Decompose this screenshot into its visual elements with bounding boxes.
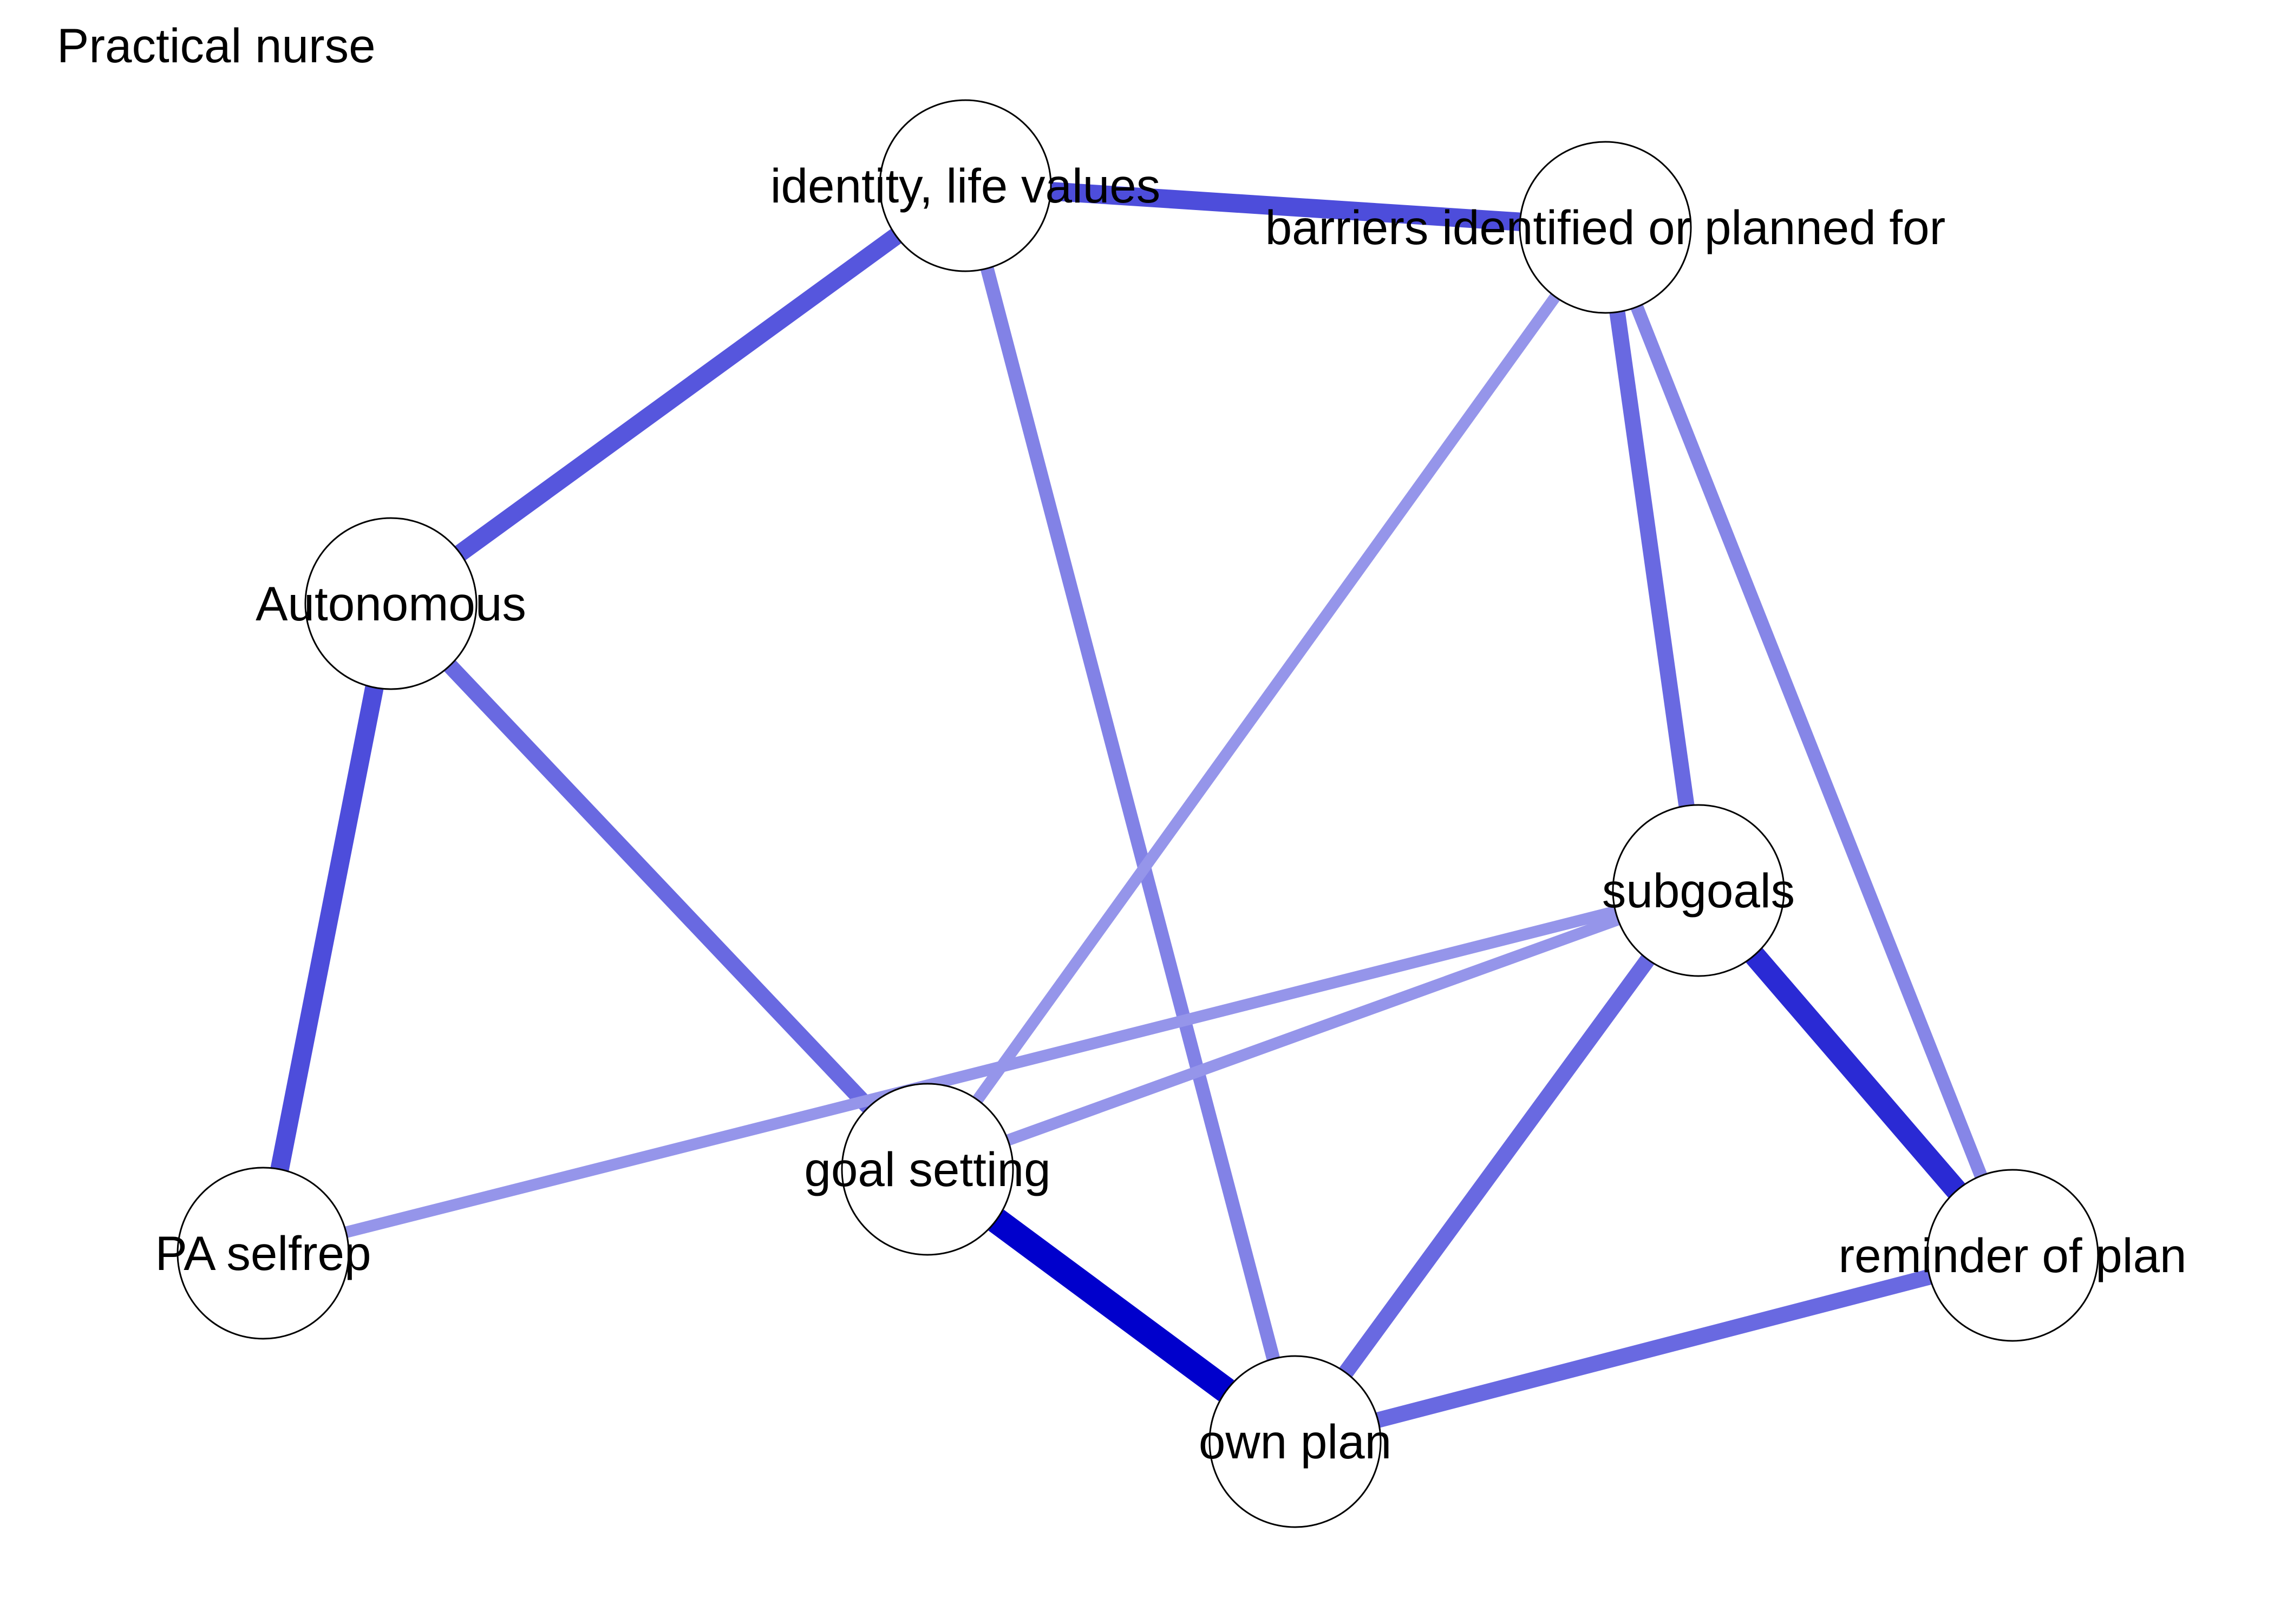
edge-goal-setting-own-plan: [988, 1209, 1234, 1402]
node-label: reminder of plan: [1838, 1228, 2186, 1282]
node-circle: [1519, 141, 1692, 314]
node-reminder: reminder of plan: [1838, 1169, 2187, 1342]
node-circle: [304, 517, 478, 690]
node-label: goal setting: [804, 1142, 1050, 1196]
node-label: Autonomous: [256, 577, 526, 631]
edge-autonomous-goal-setting: [444, 660, 874, 1113]
node-circle: [177, 1167, 350, 1340]
node-circle: [1926, 1169, 2099, 1342]
edge-autonomous-pa-selfrep: [270, 685, 384, 1171]
node-circle: [1208, 1355, 1382, 1528]
node-own-plan: own plan: [1199, 1355, 1391, 1528]
node-barriers: barriers identified or planned for: [1265, 141, 1946, 314]
node-label: identity, life values: [770, 159, 1161, 213]
edge-identity-own-plan: [981, 266, 1280, 1361]
nodes-layer: identity, life values barriers identified…: [155, 99, 2187, 1528]
edge-subgoals-pa-selfrep: [344, 906, 1617, 1238]
node-subgoals: subgoals: [1602, 804, 1795, 977]
node-circle: [1612, 804, 1785, 977]
graph-title: Practical nurse: [57, 18, 376, 73]
node-label: PA selfrep: [155, 1226, 371, 1280]
node-autonomous: Autonomous: [256, 517, 526, 690]
edge-identity-barriers: [1050, 182, 1521, 231]
edges-layer: [270, 182, 1988, 1428]
node-circle: [841, 1083, 1014, 1256]
node-pa-selfrep: PA selfrep: [155, 1167, 371, 1340]
edge-subgoals-own-plan: [1339, 954, 1655, 1378]
node-circle: [879, 99, 1052, 272]
node-identity: identity, life values: [770, 99, 1161, 272]
edge-own-plan-reminder: [1376, 1269, 1932, 1428]
edge-subgoals-goal-setting: [1005, 914, 1620, 1146]
node-label: subgoals: [1602, 863, 1795, 918]
node-label: own plan: [1199, 1415, 1391, 1469]
node-label: barriers identified or planned for: [1265, 200, 1946, 254]
edge-subgoals-reminder: [1746, 948, 1965, 1198]
node-goal-setting: goal setting: [804, 1083, 1051, 1256]
edge-barriers-reminder: [1630, 304, 1988, 1178]
edge-barriers-subgoals: [1609, 311, 1695, 807]
edge-identity-autonomous: [455, 228, 901, 561]
edge-barriers-goal-setting: [972, 293, 1560, 1104]
